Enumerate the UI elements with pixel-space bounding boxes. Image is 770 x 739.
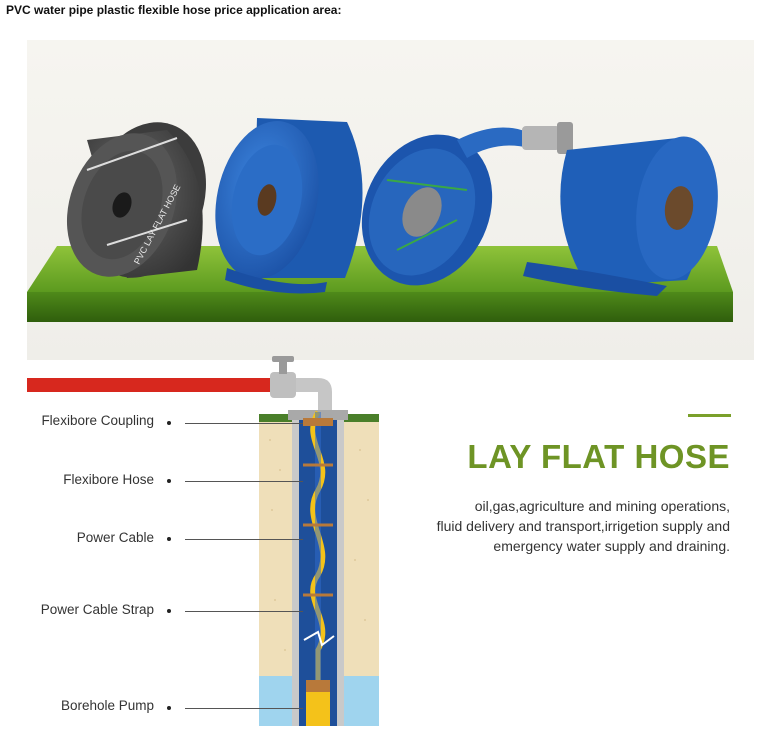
soil-layer [259,418,379,676]
borehole-casing [292,410,344,726]
cable-straps [303,463,333,597]
label-borehole-pump: Borehole Pump [60,698,154,713]
bullet-dot [167,706,171,710]
bullet-dot [167,537,171,541]
grass-surface [259,414,379,422]
leader-line [185,481,303,482]
red-supply-pipe [27,378,279,392]
valve-body [270,372,296,398]
blue-hose-roll-2 [361,122,573,286]
coupling-marker [303,418,333,426]
leader-line [185,539,303,540]
pump-top [306,680,330,692]
well-cap [288,410,348,420]
label-power-cable-strap: Power Cable Strap [40,602,154,617]
pipe-elbow [296,378,332,412]
description-line: oil,gas,agriculture and mining operation… [474,498,730,514]
product-image: PVC LAY FLAT HOSE [27,40,754,360]
label-flexibore-coupling: Flexibore Coupling [41,413,154,428]
blue-hose-roll-1 [215,118,363,294]
borehole-pump [306,692,330,726]
leader-line [185,708,303,709]
green-platform-front [27,292,733,322]
applications-description: oil,gas,agriculture and mining operation… [370,496,730,556]
leader-line [185,423,303,424]
power-cable [310,410,326,690]
camlock-coupling [522,126,560,150]
lay-flat-hose-title: LAY FLAT HOSE [467,438,730,475]
leader-line [185,611,303,612]
label-flexibore-hose: Flexibore Hose [63,472,154,487]
hose-rolls-illustration: PVC LAY FLAT HOSE [27,118,733,322]
description-line: fluid delivery and transport,irrigetion … [436,518,730,534]
label-power-cable: Power Cable [76,530,154,545]
page-heading: PVC water pipe plastic flexible hose pri… [6,3,342,17]
description-line: emergency water supply and draining. [493,538,730,554]
grey-hose-roll: PVC LAY FLAT HOSE [66,122,206,278]
title-accent-bar [688,414,731,417]
blue-hose-roll-3 [523,136,718,296]
water-layer [259,676,379,726]
bullet-dot [167,479,171,483]
bullet-dot [167,609,171,613]
bullet-dot [167,421,171,425]
